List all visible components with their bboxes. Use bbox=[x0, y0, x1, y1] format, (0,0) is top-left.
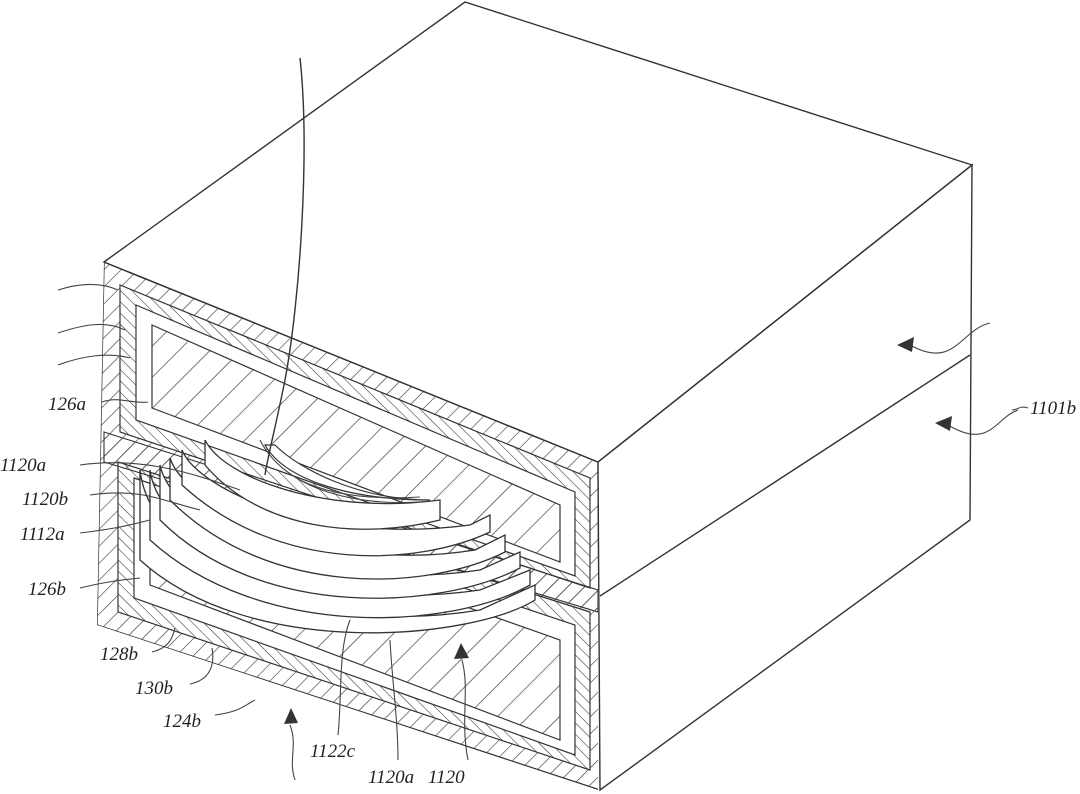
label-126b: 126b bbox=[28, 579, 66, 600]
label-126a: 126a bbox=[48, 394, 86, 415]
label-1122c: 1122c bbox=[310, 741, 356, 762]
leader-1112a bbox=[79, 519, 151, 534]
label-1120: 1120 bbox=[428, 767, 465, 788]
arrowhead-lower-right bbox=[935, 416, 952, 431]
leader-top-1 bbox=[57, 283, 119, 291]
arrowhead-1120 bbox=[454, 643, 469, 659]
label-1112a: 1112a bbox=[20, 524, 65, 545]
leader-126b bbox=[79, 577, 141, 589]
leader-1120a-top bbox=[79, 462, 241, 491]
leader-1120b bbox=[89, 492, 201, 511]
leader-1120a-bottom bbox=[389, 639, 399, 761]
arrow-1120 bbox=[461, 659, 469, 761]
axis-curve bbox=[264, 57, 305, 476]
label-1101b: 1101b bbox=[1030, 398, 1076, 419]
arrowhead-bottom-left bbox=[284, 708, 298, 724]
arrow-lower-right bbox=[947, 409, 1019, 435]
box-right-face bbox=[597, 163, 973, 792]
leader-1101b bbox=[1011, 406, 1029, 411]
leader-126a bbox=[101, 399, 149, 403]
leader-130b bbox=[189, 647, 214, 685]
upper-core bbox=[151, 324, 561, 563]
label-1120b: 1120b bbox=[22, 489, 68, 510]
leader-top-2 bbox=[57, 323, 126, 334]
label-128b: 128b bbox=[100, 644, 138, 665]
arrow-upper-right bbox=[909, 322, 991, 354]
label-1120a-top: 1120a bbox=[0, 455, 46, 476]
label-130b: 130b bbox=[135, 678, 173, 699]
label-1120a-bottom: 1120a bbox=[368, 767, 414, 788]
label-124b: 124b bbox=[163, 711, 201, 732]
arrowhead-upper-right bbox=[897, 337, 914, 352]
arrow-bottom-left bbox=[289, 724, 296, 781]
leader-top-3 bbox=[57, 354, 131, 366]
ring-stack bbox=[139, 439, 536, 634]
segment-seam bbox=[599, 354, 971, 597]
leader-128b bbox=[151, 627, 176, 653]
leader-124b bbox=[214, 699, 256, 716]
leader-1122c bbox=[337, 619, 351, 736]
